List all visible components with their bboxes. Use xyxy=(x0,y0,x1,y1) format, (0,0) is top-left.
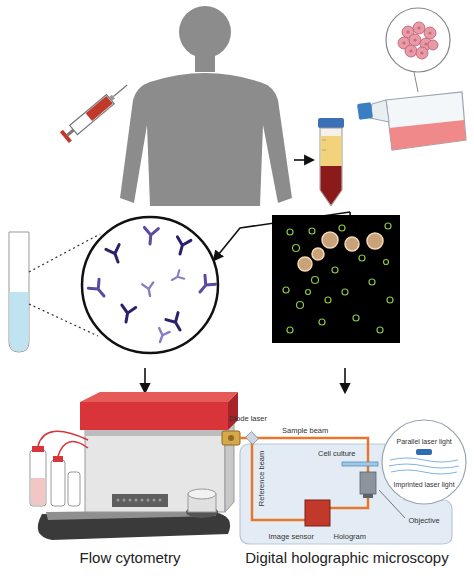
cell-image xyxy=(272,215,400,343)
figure-panel: Flow cytometry xyxy=(18,396,242,572)
figure-caption: Flow cytometry xyxy=(18,549,242,566)
person-silhouette xyxy=(120,6,292,206)
arrow xyxy=(344,368,346,392)
part-label: Diode laser xyxy=(228,414,268,423)
flow-cytometer xyxy=(30,392,238,540)
part-label: Objective xyxy=(408,516,441,525)
holographic-microscope xyxy=(222,420,466,544)
part-label: Cell culture xyxy=(317,449,357,458)
arrow xyxy=(294,159,313,161)
part-label: Reference beam xyxy=(257,449,266,506)
part-label: Imprinted laser light xyxy=(393,480,456,489)
culture-flask xyxy=(357,8,466,150)
syringe xyxy=(60,80,132,143)
part-label: Sample beam xyxy=(281,426,329,435)
arrow xyxy=(144,368,146,392)
figure-caption: Digital holographic microscopy xyxy=(222,549,472,566)
antibody-zoom xyxy=(82,217,218,353)
blood-tube xyxy=(318,118,344,206)
part-label: Parallel laser light xyxy=(396,437,453,446)
part-label: Hologram xyxy=(333,532,368,541)
part-label: Image sensor xyxy=(268,532,315,541)
